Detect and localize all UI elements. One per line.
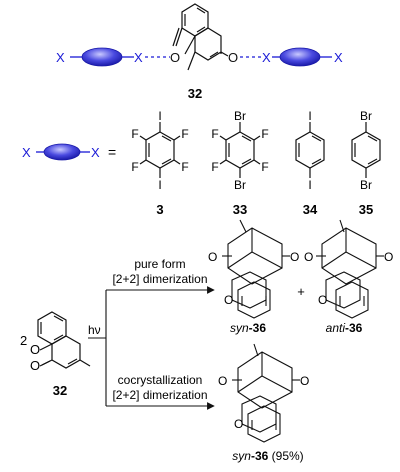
upper-condition-2: [2+2] dimerization (112, 272, 207, 286)
c3-bottom-halogen: I (158, 178, 161, 192)
anti-oxygen-left: O (304, 250, 313, 264)
left-donor (70, 47, 170, 67)
lower-condition-2: [2+2] dimerization (112, 388, 207, 402)
right-x-outer: X (334, 50, 343, 65)
c3-f-tl: F (131, 127, 138, 141)
syn-oxygen-left: O (208, 250, 217, 264)
compound-3-label: 3 (156, 202, 163, 217)
c3-f-tr: F (181, 127, 188, 141)
c35-top-halogen: Br (360, 109, 372, 123)
left-oxygen: O (170, 50, 180, 65)
legend-equals: = (108, 144, 116, 160)
c33-f-bl: F (211, 160, 218, 174)
compound-35-ring (351, 122, 381, 178)
compound-3-ring (139, 122, 181, 178)
reactant-oxygen-1: O (30, 342, 40, 357)
c33-top-halogen: Br (234, 109, 246, 123)
syn2-oxygen-bottom: O (234, 417, 243, 431)
product-syn-36-lower-structure (232, 343, 300, 443)
reactant-coefficient: 2 (20, 333, 27, 348)
c34-bottom-halogen: I (308, 178, 311, 192)
plus-sign: + (297, 284, 305, 299)
reaction-arrows (88, 286, 215, 410)
left-x-inner: X (134, 50, 143, 65)
reactant-32-label: 32 (53, 383, 67, 398)
top-carbonyls (172, 27, 183, 47)
syn-oxygen-right: O (290, 250, 299, 264)
c3-f-br: F (181, 160, 188, 174)
left-x-outer: X (56, 50, 65, 65)
c33-f-tr: F (261, 127, 268, 141)
reactant-32 (37, 311, 91, 369)
syn-36-label: syn-36 (230, 321, 266, 335)
reactant-oxygen-2: O (30, 358, 40, 373)
lower-condition-1: cocrystallization (118, 373, 203, 387)
c34-top-halogen: I (308, 109, 311, 123)
c3-top-halogen: I (158, 109, 161, 123)
product-anti-36-structure (316, 219, 384, 319)
c33-f-tl: F (211, 127, 218, 141)
compound-33-label: 33 (233, 202, 247, 217)
c33-bottom-halogen: Br (234, 178, 246, 192)
right-oxygen: O (228, 50, 238, 65)
compound-34-ring (295, 122, 325, 178)
right-donor (240, 47, 332, 67)
syn2-oxygen-right: O (300, 374, 309, 388)
legend-x-right: X (91, 145, 100, 160)
upper-condition-1: pure form (134, 257, 185, 271)
syn2-oxygen-left: O (218, 374, 227, 388)
c3-f-bl: F (131, 160, 138, 174)
top-complex (181, 3, 222, 71)
compound-33-ring (219, 122, 261, 178)
anti-oxygen-bottom: O (318, 293, 327, 307)
top-right-carbonyl (220, 51, 229, 57)
anti-oxygen-right: O (384, 250, 393, 264)
compound-32-top-label: 32 (188, 86, 202, 101)
legend-symbol (36, 143, 90, 161)
product-syn-36-structure (222, 219, 290, 319)
right-x-inner: X (262, 50, 271, 65)
anti-36-label: anti-36 (326, 321, 363, 335)
c35-bottom-halogen: Br (360, 178, 372, 192)
syn-36-yield-label: syn-36 (95%) (232, 449, 303, 463)
compound-35-label: 35 (359, 202, 373, 217)
syn-oxygen-bottom: O (224, 293, 233, 307)
legend-x-left: X (22, 145, 31, 160)
compound-34-label: 34 (303, 202, 318, 217)
c33-f-br: F (261, 160, 268, 174)
hv-label: hν (88, 323, 101, 337)
